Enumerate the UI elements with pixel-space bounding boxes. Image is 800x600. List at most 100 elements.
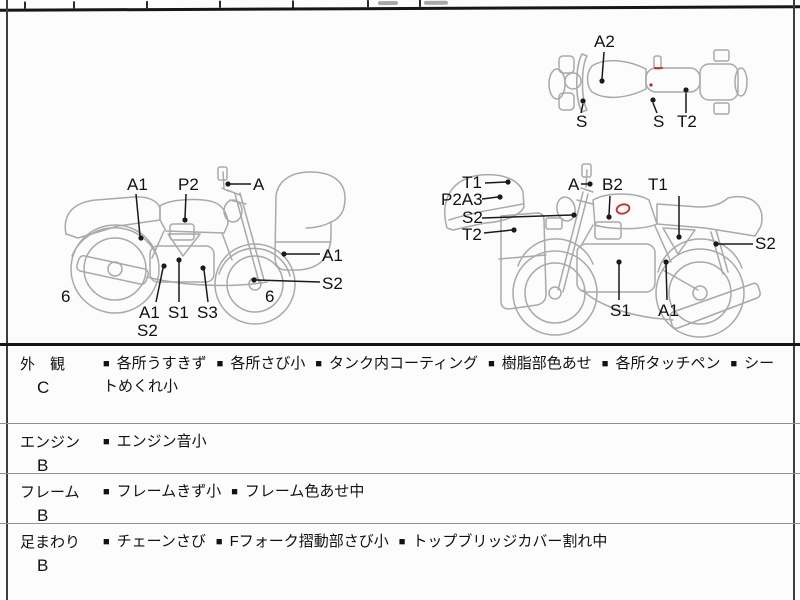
- condition-item: ■エンジン音小: [103, 433, 207, 450]
- callout-label-s1: S1: [168, 303, 189, 322]
- rear-fender: [657, 238, 743, 273]
- tread-depth-value: 6: [265, 287, 275, 306]
- callout-label-t1: T1: [648, 175, 668, 194]
- bullet-icon: ■: [231, 486, 238, 498]
- condition-table: 外 観 C ■各所うすきず■各所さび小■タンク内コーティング■樹脂部色あせ■各所…: [0, 343, 800, 600]
- category-label: 外 観: [20, 356, 66, 373]
- seat: [645, 67, 701, 93]
- page-border-right: [793, 0, 795, 600]
- callout-label-p2: P2: [178, 175, 199, 194]
- mirror: [558, 55, 575, 74]
- carburetor: [169, 223, 195, 241]
- front-fork: [229, 192, 265, 283]
- condition-item: ■各所うすきず: [103, 355, 207, 372]
- damage-marks: [615, 203, 631, 215]
- exhaust-pipe: [582, 289, 674, 321]
- front-fender: [517, 238, 594, 267]
- callout-label-t2: T2: [462, 225, 482, 244]
- bullet-icon: ■: [103, 436, 110, 448]
- fuel-tank: [159, 198, 229, 234]
- table-column-divider: [72, 1, 76, 9]
- bullet-icon: ■: [215, 536, 223, 548]
- table-column-divider: [366, 0, 370, 8]
- condition-items: ■各所うすきず ■各所さび小 ■タンク内コーティング ■樹脂部色あせ ■各所タッチペン■…: [103, 353, 788, 398]
- cutoff-text-remnant: [423, 0, 448, 5]
- condition-row-engine: エンジン B ■エンジン音小: [0, 423, 800, 476]
- callout-label-b2: B2: [602, 175, 623, 194]
- callout-lines: [135, 181, 321, 303]
- row-label: 外 観 C: [0, 353, 100, 398]
- carburetor: [594, 221, 622, 240]
- headlight: [223, 199, 243, 223]
- callout-label-s2: S2: [462, 208, 483, 227]
- seat-tail: [656, 195, 763, 237]
- row-label: エンジン B: [0, 431, 100, 476]
- mirror: [558, 92, 575, 111]
- headlight: [564, 72, 582, 90]
- rear-fender: [71, 227, 159, 260]
- condition-item: ■各所さび小: [216, 355, 306, 372]
- callout-label-s1: S1: [610, 301, 631, 320]
- bullet-icon: ■: [601, 358, 609, 370]
- fuel-tank: [586, 60, 647, 98]
- callout-label-s3: S3: [197, 303, 218, 322]
- bullet-icon: ■: [103, 536, 110, 548]
- tail-cowl: [64, 196, 161, 239]
- swingarm-shock: [662, 229, 729, 291]
- front-cowl-line: [274, 221, 332, 243]
- red-circle-mark: [615, 203, 631, 215]
- condition-item: ■フレームきず小: [103, 483, 222, 500]
- rear-signal: [713, 49, 730, 62]
- bullet-icon: ■: [103, 486, 110, 498]
- lower-cowl: [498, 212, 547, 310]
- condition-row-exterior: 外 観 C ■各所うすきず■各所さび小■タンク内コーティング■樹脂部色あせ■各所…: [0, 346, 800, 423]
- bike-outline: [548, 49, 748, 115]
- grade-value: B: [37, 456, 49, 475]
- callout-label-s2: S2: [755, 234, 776, 253]
- condition-item: ■シートめくれ小: [103, 355, 775, 395]
- damage-marks: [649, 67, 663, 87]
- muffler: [76, 255, 149, 285]
- callout-label-a: A: [568, 175, 580, 194]
- row-label: フレーム B: [0, 481, 100, 526]
- condition-items: ■エンジン音小: [103, 431, 788, 454]
- condition-item: ■タンク内コーティング: [315, 355, 479, 372]
- condition-item: ■各所タッチペン: [601, 355, 721, 372]
- callout-label-p2a3: P2A3: [441, 190, 483, 209]
- callout-label-a1: A1: [322, 246, 343, 265]
- callout-label-a1: A1: [658, 301, 679, 320]
- callout-label-t2: T2: [677, 112, 697, 131]
- callout-label-s: S: [653, 112, 665, 131]
- headlight: [556, 196, 576, 222]
- muffler: [669, 282, 761, 329]
- callout-label-a: A: [253, 175, 265, 194]
- condition-items: ■チェーンさび■Fフォーク摺動部さび小■トップブリッジカバー割れ中: [103, 531, 788, 554]
- tread-depth-value: 6: [61, 287, 71, 306]
- cutoff-table-row: [0, 0, 800, 12]
- condition-item: ■樹脂部色あせ: [488, 355, 592, 372]
- rear-wheel: [655, 248, 745, 338]
- grade-value: B: [37, 506, 49, 525]
- callout-label-s: S: [576, 112, 588, 131]
- front-fender: [218, 247, 291, 277]
- top-view-diagram: [548, 49, 748, 115]
- mirror: [581, 163, 592, 178]
- right-side-view-diagram: [64, 166, 346, 325]
- callout-label-a2: A2: [594, 32, 615, 51]
- grade-value: B: [37, 556, 49, 575]
- callout-label-a1: A1: [139, 303, 160, 322]
- table-column-divider: [218, 0, 222, 8]
- condition-items: ■フレームきず小■フレーム色あせ中: [103, 481, 788, 504]
- front-cowl: [274, 171, 346, 271]
- callout-label-s2: S2: [322, 274, 343, 293]
- front-fork: [557, 191, 594, 293]
- callout-lines: [481, 179, 753, 301]
- condition-row-frame: フレーム B ■フレームきず小■フレーム色あせ中: [0, 473, 800, 526]
- category-label: エンジン: [20, 434, 81, 451]
- rear-wheel: [70, 224, 160, 314]
- condition-item: ■トップブリッジカバー割れ中: [398, 533, 608, 550]
- front-wheel: [512, 250, 598, 336]
- front-cowl: [444, 173, 525, 231]
- callout-label-s2: S2: [137, 321, 158, 340]
